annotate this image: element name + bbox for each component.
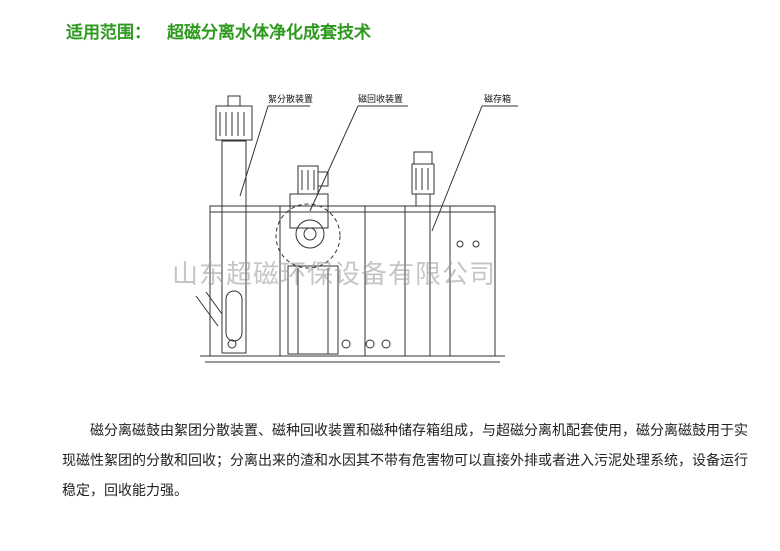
company-watermark: 山东超磁环保设备有限公司 (172, 260, 497, 290)
dispersion-motor (215, 105, 253, 141)
page-heading: 适用范围： 超磁分离水体净化成套技术 (66, 18, 371, 43)
callout-storage: 磁存箱 (484, 93, 511, 105)
storage-motor (411, 163, 435, 195)
dispersion-column (221, 140, 247, 354)
heading-title: 超磁分离水体净化成套技术 (167, 23, 371, 43)
description-paragraph: 磁分离磁鼓由絮团分散装置、磁种回收装置和磁种储存箱组成，与超磁分离机配套使用，磁… (62, 416, 752, 506)
equipment-diagram: 絮分散装置 磁回收装置 磁存箱 (160, 86, 550, 376)
equipment-drawing: 絮分散装置 磁回收装置 磁存箱 (195, 93, 518, 363)
heading-label: 适用范围： (66, 23, 151, 43)
recovery-drum (275, 203, 341, 269)
description-text: 磁分离磁鼓由絮团分散装置、磁种回收装置和磁种储存箱组成，与超磁分离机配套使用，磁… (62, 423, 748, 499)
callout-recovery: 磁回收装置 (358, 93, 403, 105)
callout-dispersion: 絮分散装置 (268, 93, 313, 105)
